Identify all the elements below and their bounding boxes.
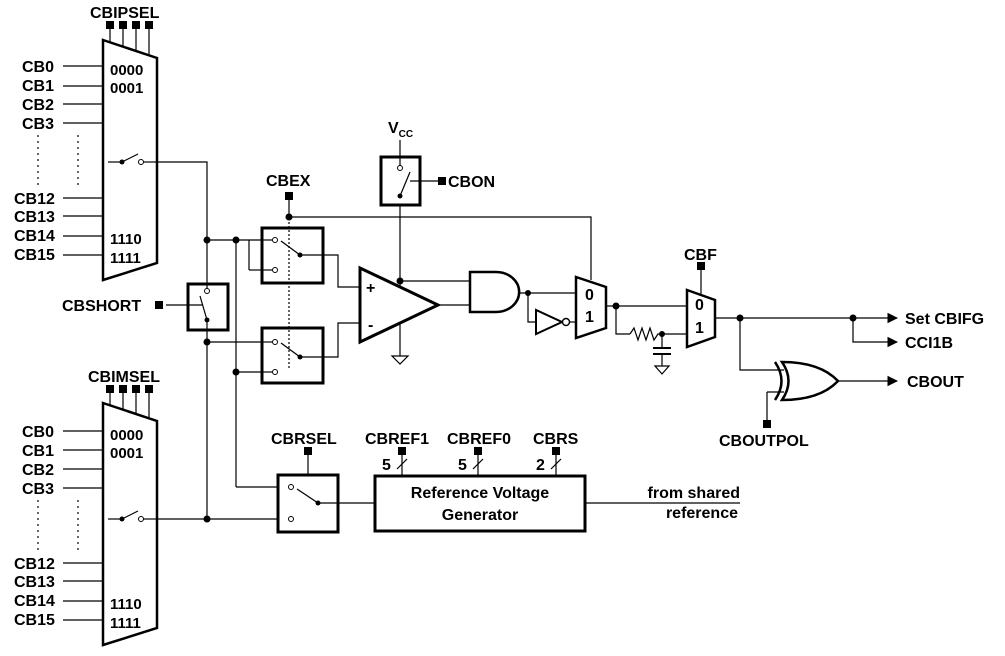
bottom-cb0-label: CB0 — [22, 424, 54, 441]
polarity-mux-in0: 0 — [585, 287, 594, 304]
cbex-lower-switch-box — [260, 326, 325, 385]
bottom-code-1111: 1111 — [110, 615, 141, 632]
bottom-cb1-label: CB1 — [22, 443, 54, 460]
polarity-mux: 0 1 — [574, 275, 687, 340]
cbon-switch: CBON VCC — [379, 120, 495, 207]
cbref0-bus-width: 5 — [458, 457, 467, 474]
bottom-cb12-label: CB12 — [14, 556, 55, 573]
top-cb0-label: CB0 — [22, 59, 54, 76]
cci1b-label: CCI1B — [905, 335, 953, 352]
output-nets: Set CBIFG CCI1B — [715, 311, 984, 371]
bottom-cb14-label: CB14 — [14, 593, 55, 610]
cbf-label: CBF — [684, 247, 717, 264]
polarity-mux-body — [574, 275, 608, 340]
top-code-1110: 1110 — [110, 231, 142, 248]
filter-ground-icon — [653, 365, 671, 375]
cbshort-label: CBSHORT — [62, 298, 141, 315]
ref-gen-line1: Reference Voltage — [411, 485, 550, 502]
shared-reference-line2: reference — [666, 505, 738, 522]
cbout-label: CBOUT — [907, 374, 964, 391]
top-cb12-label: CB12 — [14, 191, 55, 208]
ref-gen-line2: Generator — [442, 507, 518, 524]
bottom-input-mux: CBIMSEL CB0 CB1 CB2 CB3 CB12 CB13 CB14 C… — [14, 369, 160, 647]
xor-gate-body — [779, 360, 840, 402]
ref-gen-box — [373, 474, 587, 533]
comparator-triangle — [358, 265, 442, 345]
bottom-mux-switch-icon — [108, 510, 157, 522]
bottom-code-0000: 0000 — [110, 427, 143, 444]
cbref0-label: CBREF0 — [447, 431, 511, 448]
inverter-triangle — [535, 308, 565, 336]
rc-filter — [615, 306, 687, 375]
cbon-label: CBON — [448, 174, 495, 191]
cbrs-label: CBRS — [533, 431, 579, 448]
cbref1-bus-width: 5 — [382, 457, 391, 474]
top-cb3-label: CB3 — [22, 116, 54, 133]
filter-resistor-icon — [629, 326, 662, 342]
comparator-minus: - — [368, 317, 373, 334]
comparator: + - — [358, 205, 470, 365]
cbex-label: CBEX — [266, 173, 311, 190]
cbf-mux-body — [685, 288, 717, 349]
vcc-label: VCC — [388, 120, 413, 140]
cbf-mux-in1: 1 — [695, 320, 704, 337]
set-cbifg-label: Set CBIFG — [905, 311, 984, 328]
polarity-mux-in1: 1 — [585, 309, 594, 326]
cboutpol-label: CBOUTPOL — [719, 433, 809, 450]
bottom-cb2-label: CB2 — [22, 462, 54, 479]
bottom-code-0001: 0001 — [110, 445, 143, 462]
top-code-1111: 1111 — [110, 250, 141, 267]
shared-reference-line1: from shared — [648, 485, 740, 502]
top-mux-input-lines — [37, 65, 103, 256]
comparator-plus: + — [366, 280, 375, 297]
top-input-mux: CBIPSEL CB0 CB1 CB2 CB3 CB12 CB13 CB14 C… — [14, 5, 160, 282]
bottom-mux-body — [101, 401, 159, 647]
top-cb13-label: CB13 — [14, 209, 55, 226]
cbipsel-label: CBIPSEL — [90, 5, 160, 22]
cbshort-switch: CBSHORT — [62, 240, 230, 342]
inverter-bubble — [561, 317, 571, 327]
bottom-cb13-label: CB13 — [14, 574, 55, 591]
input-nets — [157, 161, 278, 523]
cbex-switch-pair: CBEX — [260, 173, 592, 385]
reference-voltage-generator: Reference Voltage Generator 5 CBREF1 5 C… — [365, 431, 740, 533]
bottom-mux-input-lines — [37, 430, 103, 621]
cbrsel-label: CBRSEL — [271, 431, 337, 448]
bottom-cb15-label: CB15 — [14, 612, 55, 629]
top-cb1-label: CB1 — [22, 78, 54, 95]
and-gate-body — [468, 270, 521, 314]
inverter — [525, 290, 576, 336]
cbf-mux-in0: 0 — [695, 297, 704, 314]
cbf-mux: 0 1 CBF — [684, 247, 717, 349]
bottom-cb3-label: CB3 — [22, 481, 54, 498]
top-code-0000: 0000 — [110, 62, 143, 79]
and-gate — [468, 270, 576, 314]
cbimsel-select-pins — [106, 385, 153, 417]
cbrsel-switch: CBRSEL — [271, 431, 375, 534]
cbrs-bus-width: 2 — [536, 457, 545, 474]
bottom-code-1110: 1110 — [110, 596, 142, 613]
top-mux-switch-icon — [108, 153, 157, 165]
cbipsel-select-pins — [106, 21, 153, 54]
comparator-ground-icon — [390, 355, 410, 365]
comparator-input-wires — [323, 254, 360, 358]
xor-gate: CBOUTPOL CBOUT — [719, 360, 964, 450]
top-cb2-label: CB2 — [22, 97, 54, 114]
cbimsel-label: CBIMSEL — [88, 369, 160, 386]
top-cb14-label: CB14 — [14, 228, 55, 245]
top-mux-body — [101, 38, 159, 282]
cbref1-label: CBREF1 — [365, 431, 429, 448]
top-cb15-label: CB15 — [14, 247, 55, 264]
top-code-0001: 0001 — [110, 80, 143, 97]
